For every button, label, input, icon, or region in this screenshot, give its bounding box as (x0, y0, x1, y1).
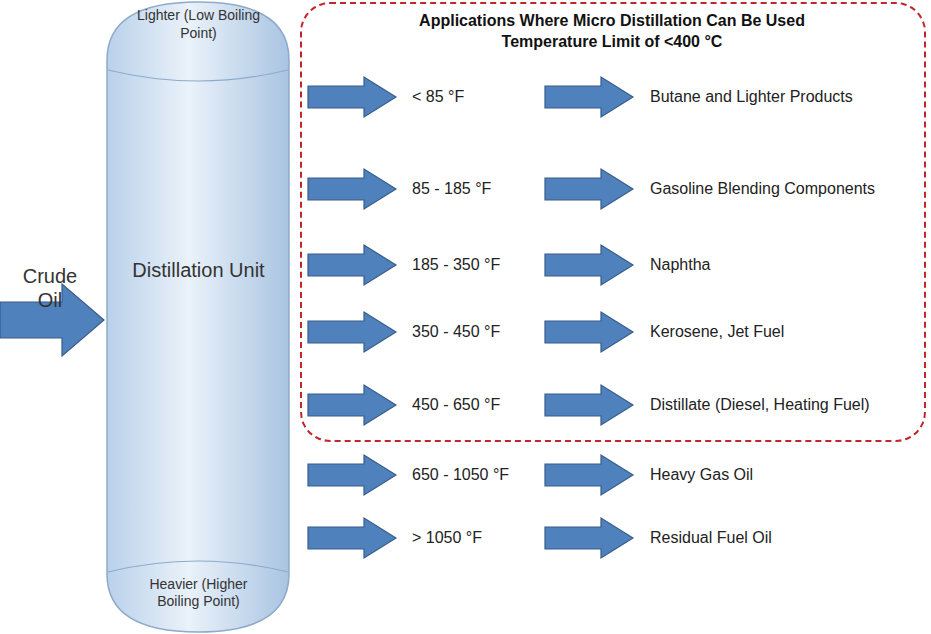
product-name: Distillate (Diesel, Heating Fuel) (650, 395, 870, 415)
block-arrow (545, 77, 633, 117)
product-name: Gasoline Blending Components (650, 179, 875, 199)
block-arrow (308, 169, 396, 209)
distillation-column: Lighter (Low Boiling Point) Distillation … (105, 0, 292, 634)
product-name: Residual Fuel Oil (650, 528, 772, 548)
block-arrow (545, 385, 633, 425)
temperature-range: < 85 °F (412, 87, 464, 107)
temperature-range: 85 - 185 °F (412, 179, 491, 199)
block-arrow (308, 312, 396, 352)
product-name: Naphtha (650, 255, 711, 275)
product-name: Kerosene, Jet Fuel (650, 322, 784, 342)
product-name: Butane and Lighter Products (650, 87, 853, 107)
block-arrow (545, 245, 633, 285)
column-outline (105, 0, 292, 634)
temperature-range: 350 - 450 °F (412, 322, 500, 342)
block-arrow (545, 312, 633, 352)
block-arrow (308, 245, 396, 285)
zone-label: Lighter (Low Boiling Point) (130, 6, 267, 42)
column-label: Distillation Unit (125, 258, 272, 282)
region-heading: Applications Where Micro Distillation Ca… (392, 10, 832, 52)
block-arrow (308, 518, 396, 558)
block-arrow (308, 455, 396, 495)
feed-label: Crude Oil (14, 264, 86, 312)
temperature-range: > 1050 °F (412, 528, 482, 548)
block-arrow (308, 385, 396, 425)
temperature-range: 185 - 350 °F (412, 255, 500, 275)
application-region: Applications Where Micro Distillation Ca… (300, 2, 926, 442)
block-arrow (545, 455, 633, 495)
block-arrow (545, 518, 633, 558)
product-name: Heavy Gas Oil (650, 465, 753, 485)
zone-label: Heavier (Higher Boiling Point) (143, 576, 254, 610)
temperature-range: 450 - 650 °F (412, 395, 500, 415)
temperature-range: 650 - 1050 °F (412, 465, 509, 485)
block-arrow (545, 169, 633, 209)
block-arrow (308, 77, 396, 117)
